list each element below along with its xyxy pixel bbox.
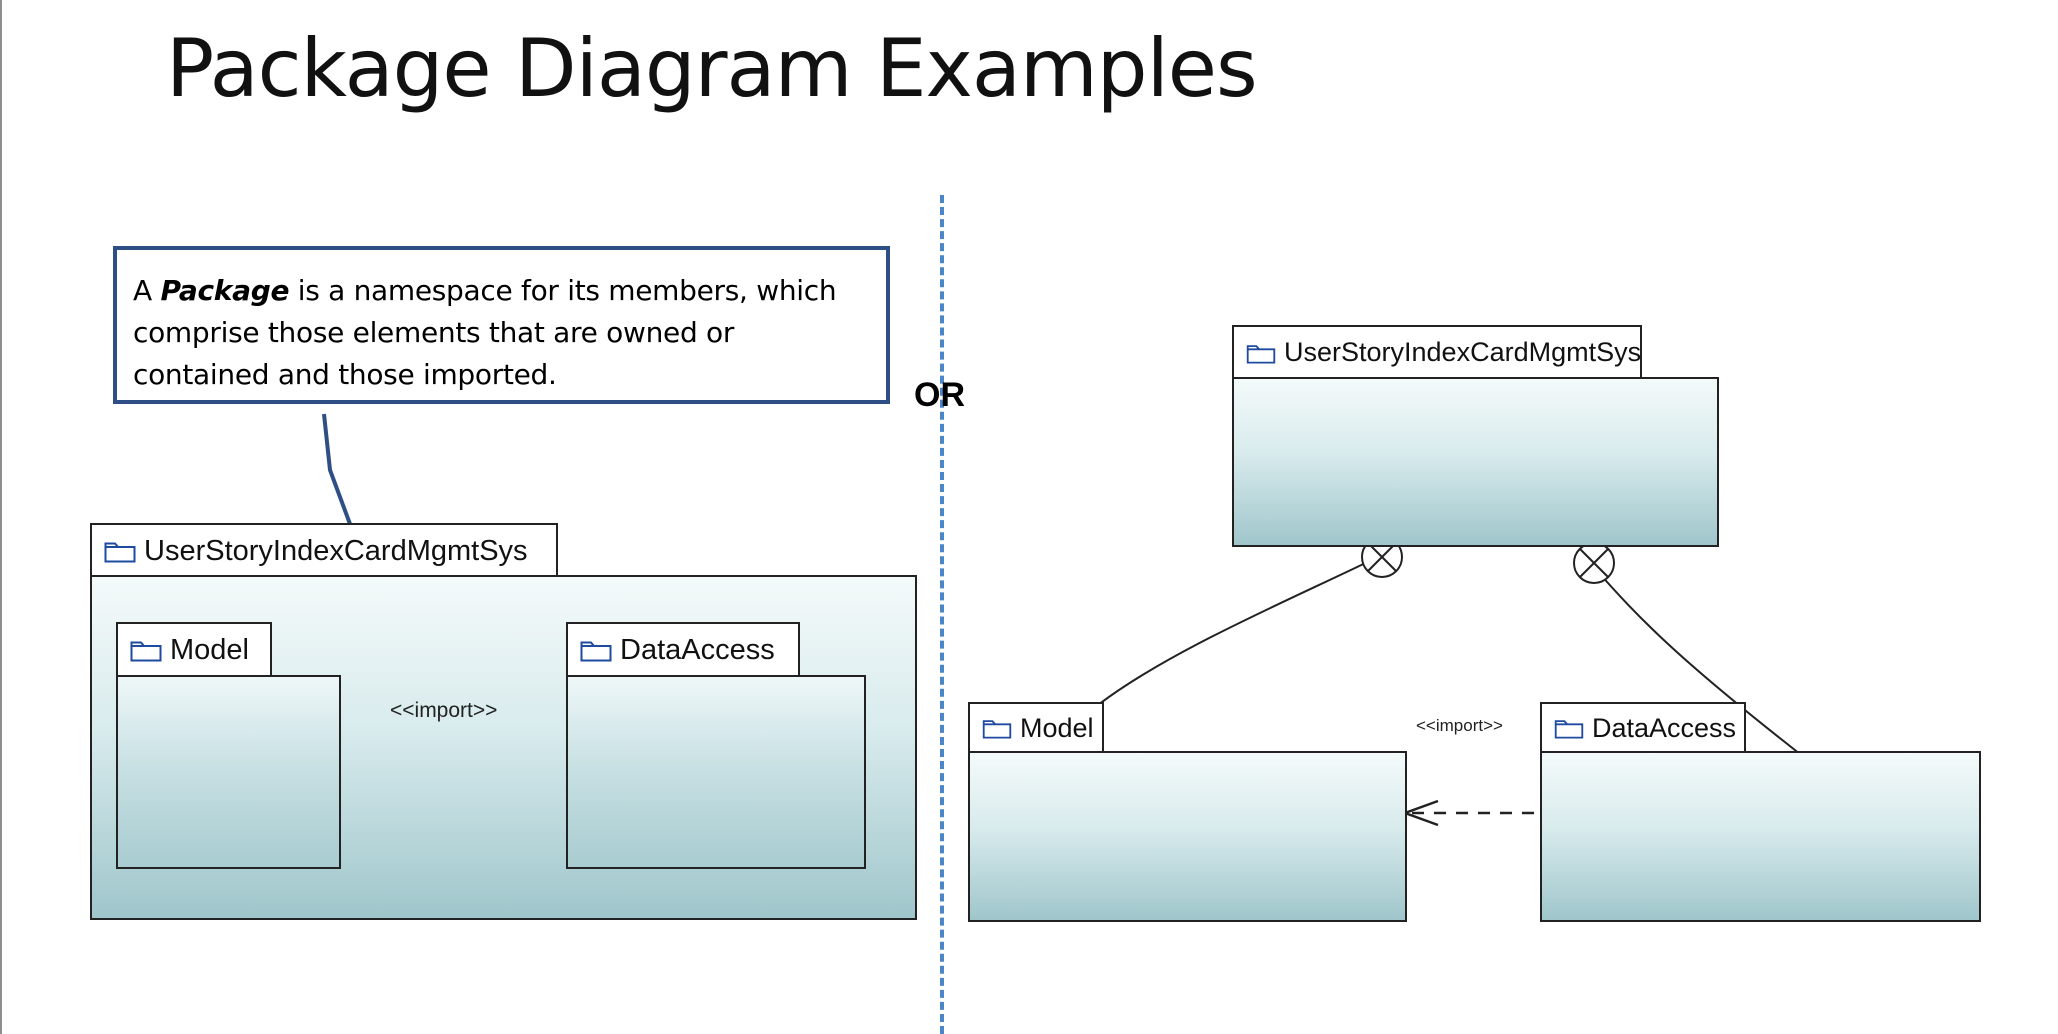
right-parent-package-body [1232, 377, 1719, 547]
right-dataaccess-package-tab: DataAccess [1540, 702, 1746, 752]
or-label: OR [914, 376, 965, 414]
note-suffix: is a namespace for its members, which co… [133, 274, 837, 391]
folder-icon [1554, 720, 1584, 739]
containment-line-dataaccess [1591, 564, 1801, 755]
membership-symbol-model [1361, 536, 1403, 578]
note-keyword: Package [160, 274, 290, 307]
slide-left-edge [0, 0, 2, 1034]
left-model-package-body [116, 675, 341, 869]
vertical-dashed-divider [940, 195, 944, 1034]
left-dataaccess-package-tab: DataAccess [566, 622, 800, 676]
right-parent-package-tab: UserStoryIndexCardMgmtSys [1232, 325, 1642, 378]
containment-line-model [1097, 555, 1381, 706]
page-title: Package Diagram Examples [166, 22, 1258, 115]
right-dataaccess-package-body [1540, 751, 1981, 922]
left-model-package-tab: Model [116, 622, 272, 676]
folder-icon [104, 542, 136, 563]
note-prefix: A [133, 274, 161, 307]
left-outer-package-name: UserStoryIndexCardMgmtSys [144, 534, 528, 567]
note-anchor-line [322, 413, 352, 525]
right-model-package-body [968, 751, 1407, 922]
note-callout: A Package is a namespace for its members… [113, 246, 890, 404]
left-model-package-name: Model [170, 633, 249, 666]
right-model-package-name: Model [1020, 712, 1094, 743]
folder-icon [982, 720, 1012, 739]
left-dataaccess-package-body [566, 675, 866, 869]
right-model-package-tab: Model [968, 702, 1104, 752]
right-parent-package-name: UserStoryIndexCardMgmtSys [1284, 337, 1642, 367]
membership-symbol-dataaccess [1573, 542, 1615, 584]
left-dataaccess-package-name: DataAccess [620, 633, 775, 666]
right-dataaccess-package-name: DataAccess [1592, 712, 1737, 743]
left-import-label: <<import>> [390, 699, 498, 722]
left-outer-package-tab: UserStoryIndexCardMgmtSys [90, 523, 558, 577]
folder-icon [580, 641, 612, 662]
folder-icon [1246, 344, 1276, 364]
note-text: A Package is a namespace for its members… [133, 270, 872, 396]
right-import-label: <<import>> [1416, 716, 1503, 735]
folder-icon [130, 641, 162, 662]
